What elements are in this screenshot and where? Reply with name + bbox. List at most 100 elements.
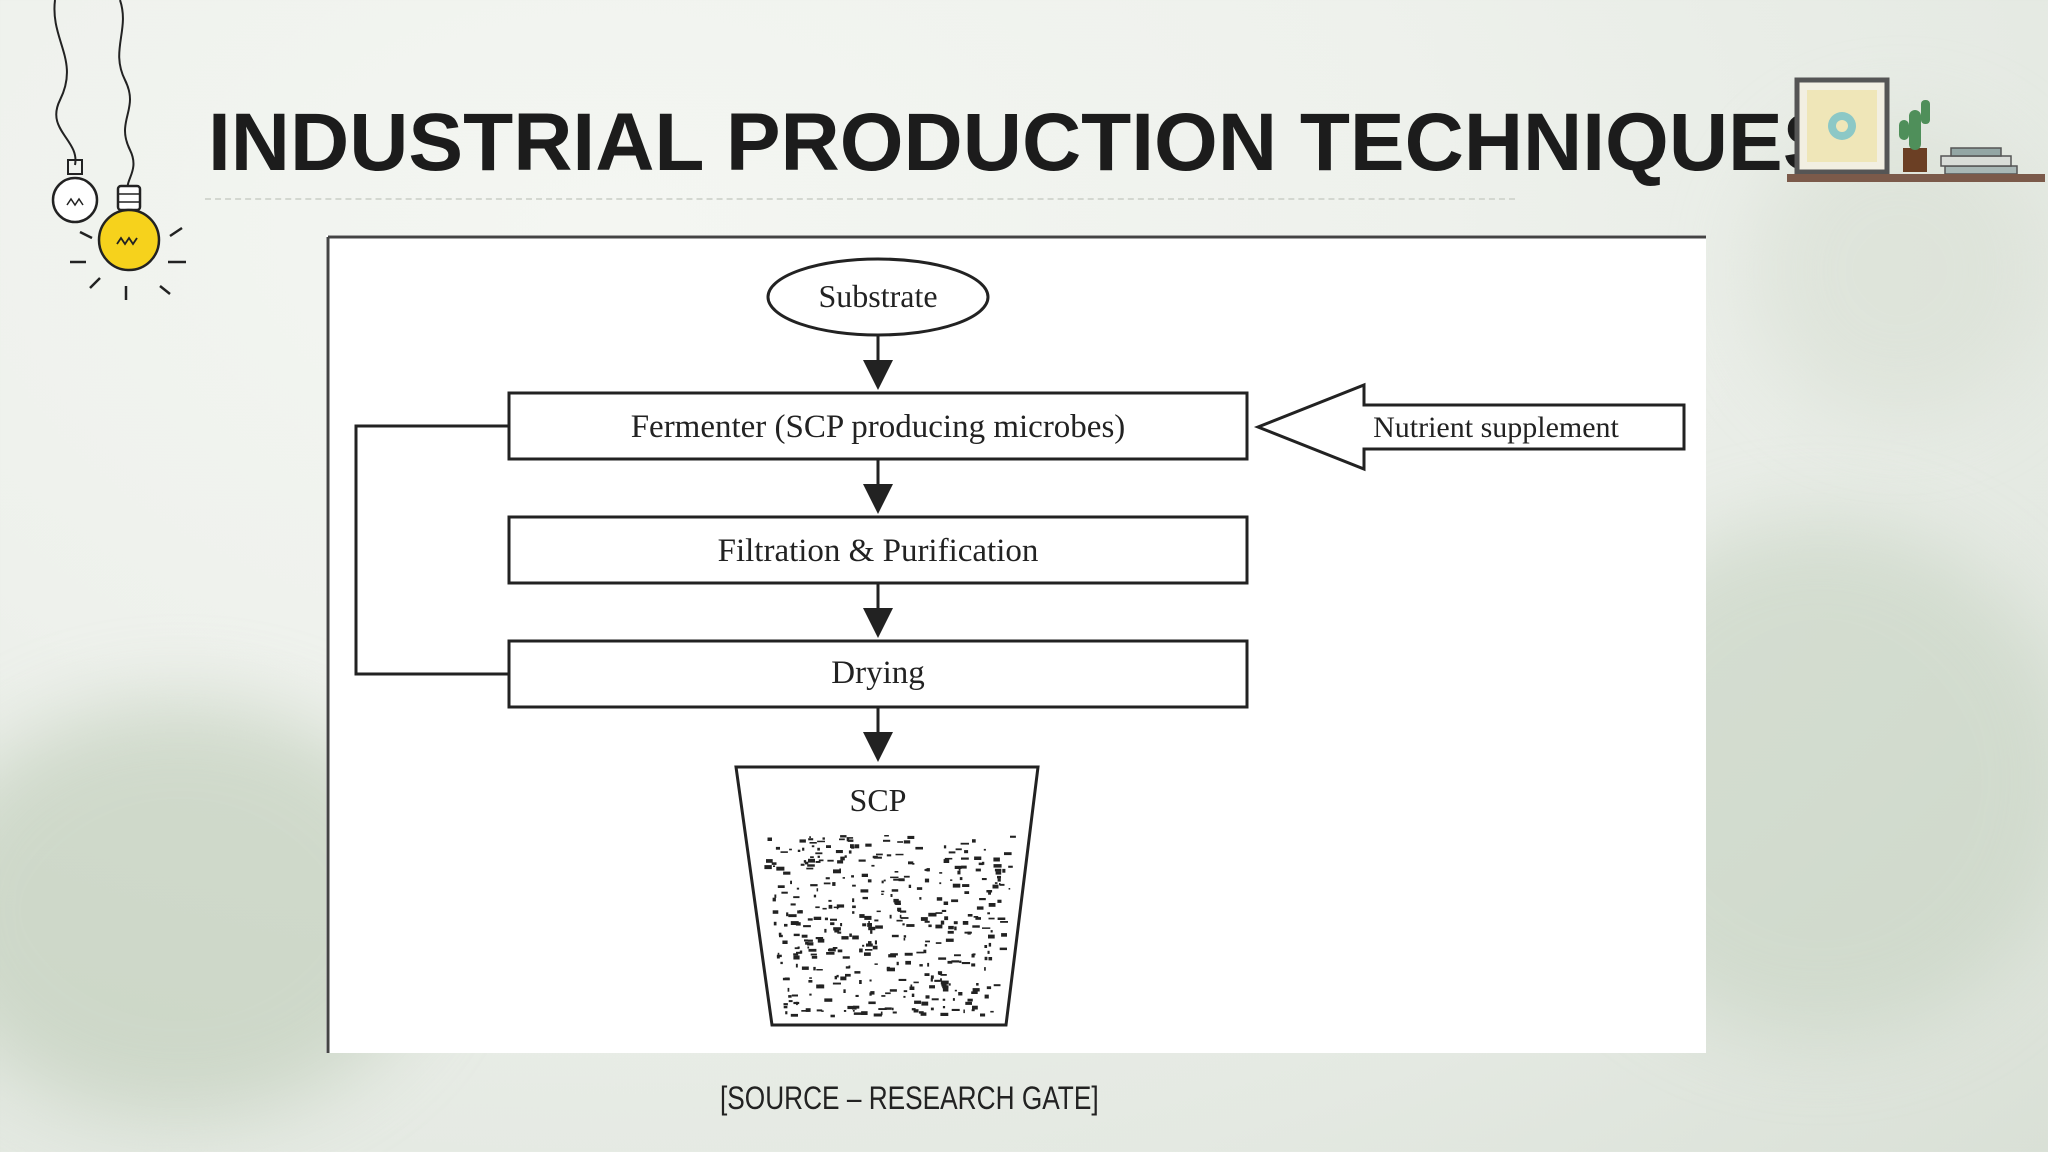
scp-granule: [963, 1009, 965, 1014]
scp-granule: [797, 946, 800, 949]
scp-granule: [951, 899, 959, 903]
scp-granule: [943, 901, 949, 905]
scp-granule: [942, 985, 949, 989]
scp-granule: [886, 967, 895, 972]
scp-granule: [803, 925, 811, 928]
scp-granule: [923, 949, 927, 954]
scp-granule: [864, 915, 872, 920]
scp-granule: [797, 849, 801, 852]
scp-granule: [822, 837, 825, 840]
scp-granule: [783, 1003, 788, 1006]
scp-granule: [833, 927, 841, 931]
scp-granule: [884, 835, 889, 837]
scp-granule: [916, 887, 923, 890]
scp-granule: [784, 923, 788, 927]
scp-granule: [975, 917, 981, 920]
drying-label: Drying: [831, 655, 925, 691]
scp-granule: [964, 850, 969, 854]
scp-granule: [925, 868, 929, 872]
scp-granule: [907, 835, 915, 839]
scp-granule: [842, 956, 850, 959]
scp-granule: [776, 866, 785, 871]
scp-granule: [947, 960, 953, 964]
scp-granule: [1008, 865, 1013, 868]
scp-granule: [840, 835, 847, 838]
scp-granule: [826, 952, 835, 955]
scp-granule: [993, 857, 1000, 862]
scp-granule: [984, 945, 988, 948]
scp-granule: [778, 932, 782, 936]
scp-granule: [793, 953, 799, 956]
title-divider: [205, 198, 1515, 200]
scp-granule: [960, 842, 969, 845]
scp-granule: [868, 1001, 876, 1005]
scp-granule: [866, 943, 873, 947]
scp-granule: [940, 974, 947, 976]
scp-granule: [892, 1011, 897, 1014]
scp-granule: [903, 875, 910, 878]
scp-granule: [972, 988, 980, 992]
scp-granule: [804, 939, 809, 942]
scp-granule: [925, 995, 930, 999]
scp-granule: [806, 867, 814, 870]
scp-granule: [988, 892, 991, 895]
scp-granule: [796, 887, 800, 890]
scp-granule: [961, 865, 967, 869]
filtration-node: [507, 515, 1249, 585]
scp-granule: [813, 894, 817, 898]
scp-granule: [990, 1010, 994, 1013]
scp-granule: [903, 995, 906, 998]
scp-granule: [935, 942, 942, 944]
scp-granule: [924, 920, 930, 923]
scp-granule: [808, 838, 814, 841]
scp-granule: [824, 998, 833, 1002]
scp-granule: [830, 922, 835, 926]
scp-granule: [799, 950, 803, 954]
scp-granule: [987, 950, 990, 954]
scp-granule: [808, 948, 817, 952]
scp-granule: [940, 1012, 949, 1016]
scp-granule: [947, 930, 954, 934]
scp-granule: [928, 912, 937, 917]
feedback-loop: [354, 424, 509, 676]
scp-granule: [930, 1007, 934, 1011]
scp-granule: [940, 978, 942, 982]
scp-granule: [997, 899, 1002, 903]
scp-granule: [860, 889, 869, 893]
scp-granule: [954, 954, 961, 957]
scp-granule: [868, 921, 870, 925]
scp-granule: [791, 994, 798, 997]
scp-granule: [905, 960, 911, 965]
scp-granule: [948, 851, 956, 854]
scp-granule: [951, 1008, 960, 1011]
scp-granule: [952, 998, 955, 1001]
scp-granule: [862, 944, 865, 947]
scp-granule: [962, 921, 969, 925]
scp-granule: [862, 923, 867, 927]
scp-granule: [999, 883, 1005, 886]
scp-granule: [855, 994, 859, 997]
scp-granule: [816, 1009, 823, 1012]
scp-granule: [890, 894, 893, 897]
scp-granule: [928, 924, 932, 928]
scp-granule: [878, 1008, 887, 1010]
scp-granule: [766, 859, 773, 863]
scp-granule: [845, 966, 850, 969]
scp-granule: [883, 839, 891, 842]
scp-granule: [874, 940, 877, 945]
scp-granule: [995, 871, 1002, 875]
scp-granule: [876, 910, 881, 913]
scp-granule: [940, 920, 945, 925]
scp-granule: [854, 844, 860, 849]
scp-granule: [808, 858, 815, 863]
scp-granule: [982, 861, 985, 865]
scp-granule: [937, 971, 943, 975]
scp-granule: [790, 921, 799, 925]
scp-granule: [823, 882, 831, 885]
scp-granule: [920, 1012, 927, 1016]
scp-granule: [817, 938, 825, 943]
scp-granule: [988, 903, 996, 907]
scp-granule: [961, 857, 969, 860]
scp-granule: [830, 918, 837, 921]
scp-granule: [908, 861, 914, 865]
